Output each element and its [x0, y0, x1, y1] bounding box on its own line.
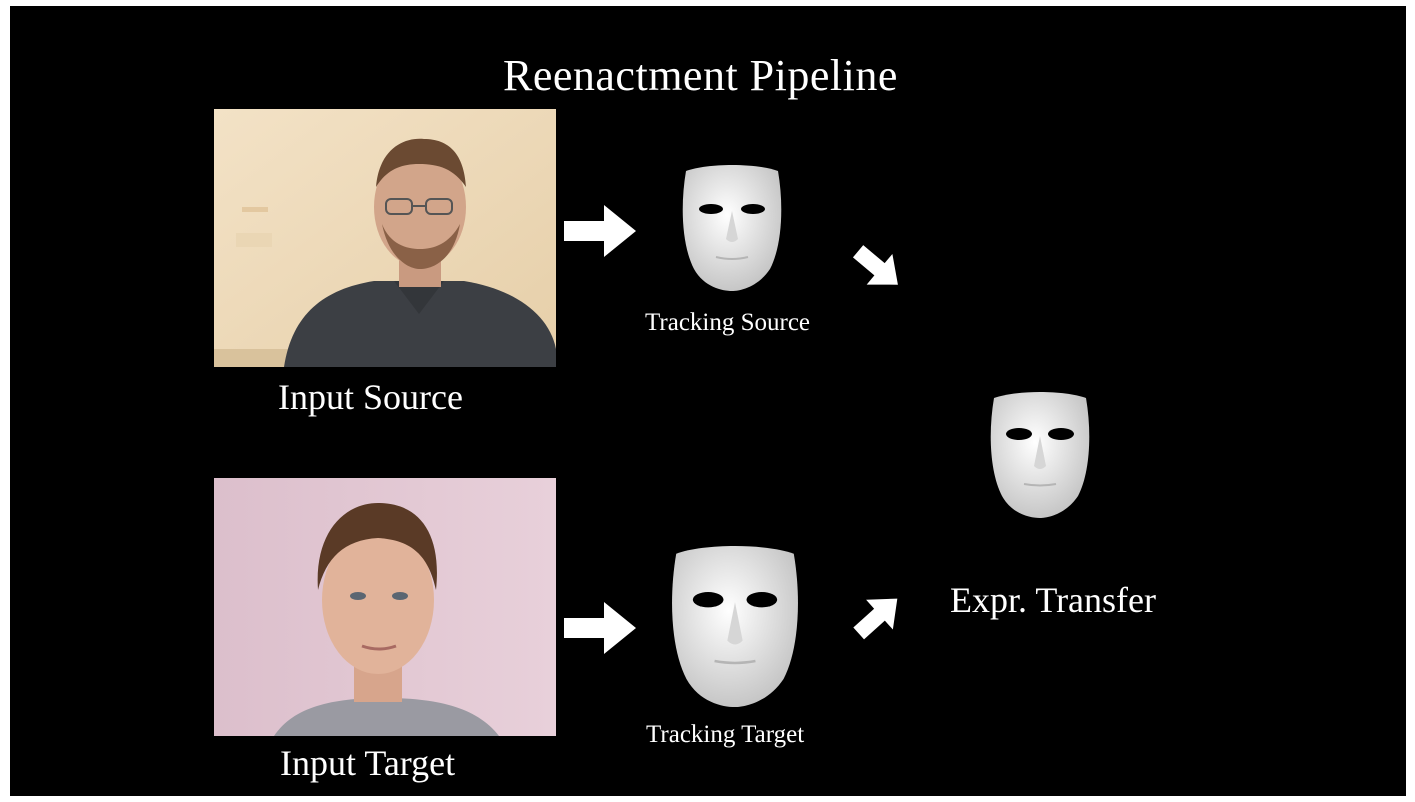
- face-mask-icon: [986, 384, 1094, 522]
- face-mask-icon: [666, 538, 804, 710]
- input-target-photo: [214, 478, 556, 736]
- face-mask-icon: [678, 161, 786, 291]
- arrow-right-icon: [562, 600, 638, 656]
- arrow-up-right-icon: [850, 590, 906, 642]
- arrow-right-icon: [562, 203, 638, 259]
- input-source-label: Input Source: [278, 377, 463, 417]
- tracking-source-label: Tracking Source: [645, 309, 811, 336]
- tracking-target-label: Tracking Target: [646, 721, 805, 748]
- slide-title: Reenactment Pipeline: [503, 51, 898, 100]
- input-target-label: Input Target: [280, 743, 456, 783]
- arrow-down-right-icon: [850, 244, 906, 292]
- pipeline-slide: Reenactment Pipeline: [10, 6, 1406, 796]
- input-source-photo: [214, 109, 556, 367]
- expr-transfer-label: Expr. Transfer: [950, 580, 1156, 620]
